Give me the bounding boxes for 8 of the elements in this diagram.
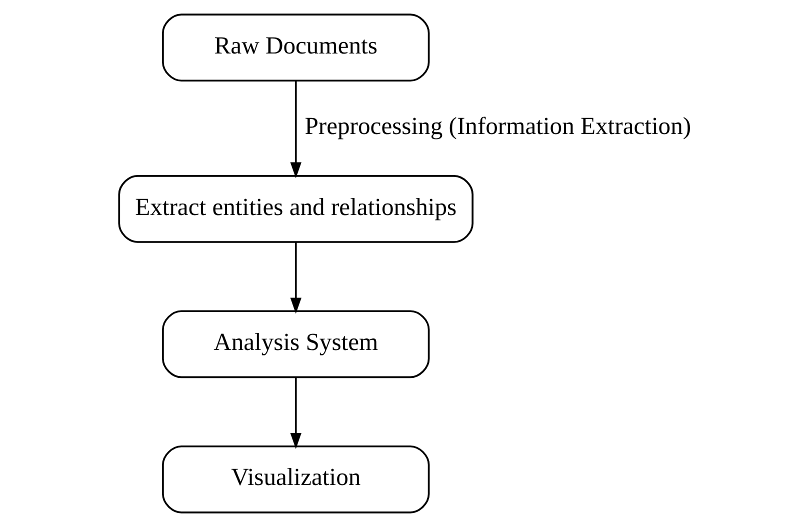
- node-box: Extract entities and relationships: [118, 174, 473, 243]
- node-box: Analysis System: [162, 310, 430, 378]
- arrow: [290, 242, 301, 314]
- arrow: [290, 81, 301, 178]
- arrow: [290, 378, 301, 449]
- edge-label: Preprocessing (Information Extraction): [304, 113, 691, 140]
- node-box: Visualization: [162, 445, 430, 514]
- node-box: Raw Documents: [162, 14, 430, 82]
